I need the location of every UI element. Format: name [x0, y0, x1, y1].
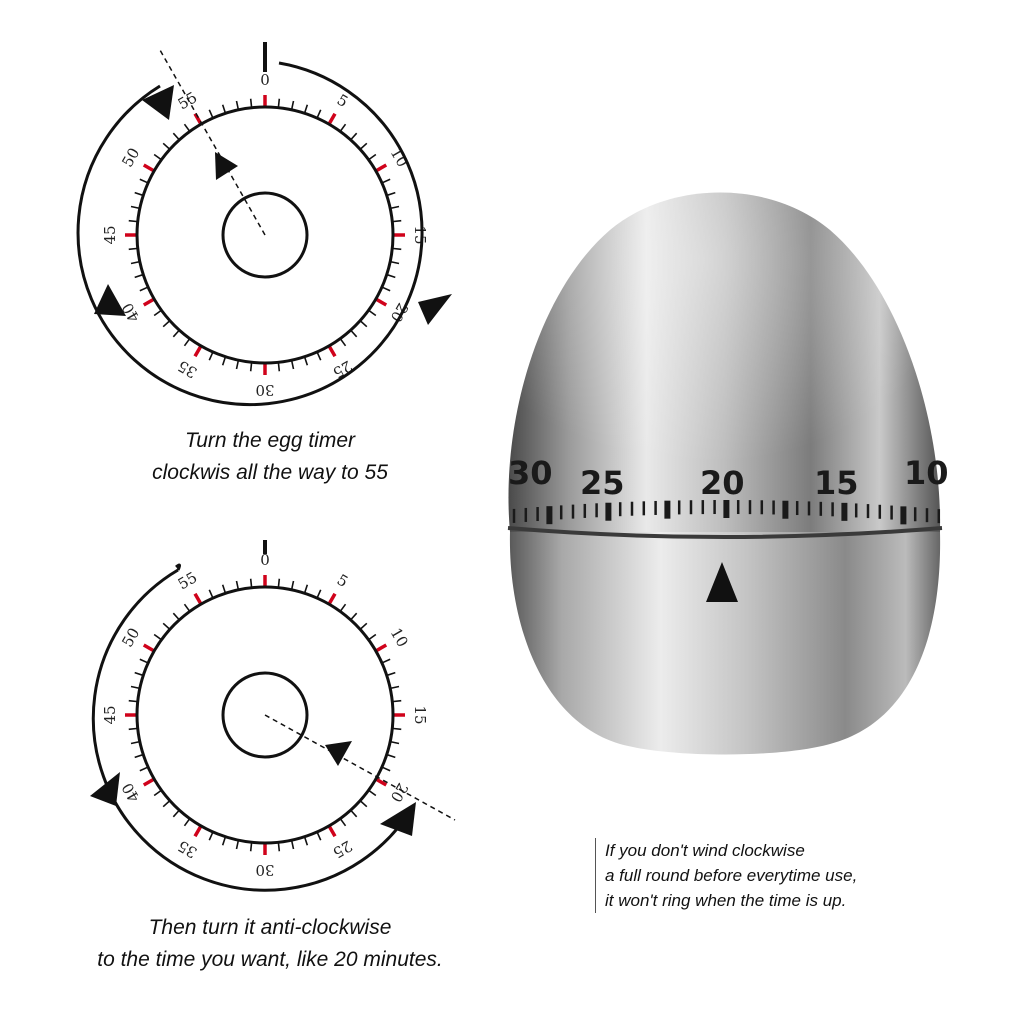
dial-label: 45: [101, 225, 119, 244]
major-tick: [142, 297, 156, 307]
timer-band-ticks: [512, 500, 941, 525]
dial-label: 35: [175, 357, 201, 382]
dial-label: 5: [334, 91, 351, 111]
note-line: If you don't wind clockwise: [605, 841, 805, 860]
dial-label: 0: [260, 71, 270, 89]
caption-line: to the time you want, like 20 minutes.: [97, 948, 443, 971]
dial-label: 30: [255, 861, 274, 879]
pointer-line: [264, 714, 456, 821]
clockwise-arrow-icon: [94, 284, 126, 316]
rotation-arc: [91, 568, 414, 892]
caption-line: Turn the egg timer: [184, 429, 356, 452]
major-tick: [374, 163, 388, 173]
pointer-triangle-icon: [215, 152, 238, 180]
caption-line: clockwis all the way to 55: [152, 461, 388, 484]
arc-curl: [175, 563, 182, 571]
dial-ring: [135, 585, 395, 845]
dial-label: 50: [118, 145, 143, 171]
dial-label: 15: [411, 705, 429, 724]
major-tick: [193, 112, 203, 126]
dial-label: 50: [118, 625, 143, 651]
triangle-pointer-icon: [706, 562, 738, 602]
dial-label: 45: [101, 705, 119, 724]
minor-tick: [381, 658, 391, 664]
major-tick: [142, 163, 156, 173]
step2-caption: Then turn it anti-clockwise to the time …: [40, 912, 500, 976]
start-marker: [263, 540, 267, 554]
major-tick: [374, 643, 388, 653]
major-tick: [193, 824, 203, 838]
dial-center-circle: [221, 671, 309, 759]
major-tick: [374, 297, 388, 307]
caption-line: Then turn it anti-clockwise: [148, 916, 392, 939]
note-line: a full round before everytime use,: [605, 866, 858, 885]
major-tick: [374, 777, 388, 787]
pointer-triangle-icon: [325, 741, 352, 766]
dial-label: 5: [334, 571, 351, 591]
major-tick: [327, 592, 337, 606]
minor-tick: [139, 658, 149, 664]
timer-band-label: 25: [580, 464, 625, 502]
major-tick: [327, 824, 337, 838]
major-tick: [193, 592, 203, 606]
timer-band-label: 15: [814, 464, 859, 502]
dial-label: 35: [175, 837, 201, 862]
rotation-arc: [76, 61, 424, 407]
usage-note: If you don't wind clockwise a full round…: [595, 838, 935, 913]
egg-seam: [507, 526, 943, 539]
anti-clockwise-arrow-icon: [90, 772, 120, 806]
timer-band-label: 30: [508, 454, 553, 492]
dial-center-circle: [221, 191, 309, 279]
major-tick: [142, 777, 156, 787]
dial-label: 55: [175, 88, 201, 113]
major-tick: [327, 112, 337, 126]
timer-band-label: 20: [700, 464, 745, 502]
dial-label: 0: [260, 551, 270, 569]
egg-highlight: [508, 192, 941, 532]
major-tick: [142, 643, 156, 653]
dial-label: 10: [387, 625, 412, 651]
egg-timer-image: 30 25 20 15 10: [507, 192, 949, 755]
step1-caption: Turn the egg timer clockwis all the way …: [60, 425, 480, 489]
dial-label: 20: [387, 780, 412, 806]
dial-ticks: [125, 575, 405, 855]
start-marker: [263, 42, 267, 72]
dial-label: 30: [255, 381, 274, 399]
dial-ticks: [125, 95, 405, 375]
dial-diagram-step2: 0 5 10 15 20 25 30 35 40 45 50 55: [90, 540, 456, 892]
dial-label: 15: [411, 225, 429, 244]
dial-label: 55: [175, 568, 201, 593]
major-tick: [327, 344, 337, 358]
major-tick: [193, 344, 203, 358]
clockwise-arrow-icon: [418, 294, 452, 325]
note-line: it won't ring when the time is up.: [605, 891, 847, 910]
timer-band-label: 10: [904, 454, 949, 492]
clockwise-arrow-icon: [142, 85, 174, 120]
egg-bottom-shell: [509, 532, 941, 755]
dial-ring: [135, 105, 395, 365]
dial-label: 40: [118, 780, 143, 806]
anti-clockwise-arrow-icon: [380, 802, 416, 836]
dial-label: 25: [330, 837, 356, 862]
